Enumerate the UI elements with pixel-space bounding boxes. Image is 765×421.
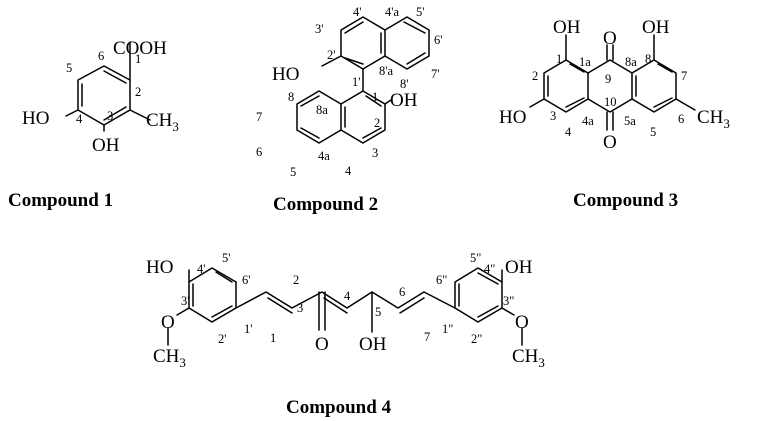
c4-o-left-label: O	[161, 312, 175, 333]
c4-num-3p: 3'	[181, 294, 190, 308]
c2-num-8p: 8'	[400, 77, 409, 91]
c2-num-1p: 1'	[352, 75, 361, 89]
compound-4: HO OH O O CH3 CH3 O OH 4' 5' 6' 3' 2' 1'…	[146, 251, 545, 418]
c3-o10-label: O	[603, 132, 617, 153]
compound-1: COOH CH3 HO OH 1 2 3 4 5 6 Compound 1	[8, 38, 179, 211]
c3-num-3: 3	[550, 109, 556, 123]
c4-num-2pp: 2"	[471, 332, 482, 346]
c4-num-1p: 1'	[244, 322, 253, 336]
c2-num-1: 1	[372, 90, 378, 104]
c3-num-8a: 8a	[625, 55, 637, 69]
c4-num-3pp: 3"	[503, 294, 514, 308]
c4-ch3-right-label: CH3	[512, 346, 545, 370]
c3-num-8: 8	[645, 52, 651, 66]
c2-num-3p: 3'	[315, 22, 324, 36]
c3-num-4a: 4a	[582, 114, 594, 128]
c4-ch3-left-label: CH3	[153, 346, 186, 370]
c2-num-5p: 5'	[416, 5, 425, 19]
c4-num-6p: 6'	[242, 273, 251, 287]
c2-num-4a: 4a	[318, 149, 330, 163]
compound-2: HO OH 3' 2' 4' 4'a 5' 6' 7' 8' 8'a 1' 1 …	[256, 5, 443, 215]
c3-oh8-label: OH	[642, 17, 670, 38]
c4-caption: Compound 4	[286, 397, 392, 418]
c1-num-1: 1	[135, 52, 141, 66]
c3-num-2: 2	[532, 69, 538, 83]
c2-num-6: 6	[256, 145, 262, 159]
c4-num-6: 6	[399, 285, 405, 299]
c2-ho-label: HO	[272, 64, 299, 85]
c3-num-9: 9	[605, 72, 611, 86]
c2-caption: Compound 2	[273, 194, 378, 215]
c4-num-2p: 2'	[218, 332, 227, 346]
c2-num-7p: 7'	[431, 67, 440, 81]
c3-num-4: 4	[565, 125, 572, 139]
c2-num-8: 8	[288, 90, 294, 104]
c1-num-3: 3	[107, 109, 113, 123]
c2-num-8ap: 8'a	[379, 64, 394, 78]
c4-num-5p: 5'	[222, 251, 231, 265]
c4-num-4: 4	[344, 289, 351, 303]
c4-oh-right-label: OH	[505, 257, 533, 278]
c1-oh-label: OH	[92, 135, 120, 156]
c1-ho-label: HO	[22, 108, 49, 129]
c1-caption: Compound 1	[8, 190, 113, 211]
c3-oh1-label: OH	[553, 17, 581, 38]
c2-num-4p: 4'	[353, 5, 362, 19]
c4-o-right-label: O	[515, 312, 529, 333]
c1-num-2: 2	[135, 85, 141, 99]
c2-num-2p: 2'	[327, 48, 336, 62]
c4-num-6pp: 6"	[436, 273, 447, 287]
c2-num-4: 4	[345, 164, 352, 178]
c3-ho-label: HO	[499, 107, 526, 128]
c1-num-4: 4	[76, 112, 83, 126]
c4-num-1pp: 1"	[442, 322, 453, 336]
c2-num-8a: 8a	[316, 103, 328, 117]
c4-num-4pp: 4"	[484, 262, 495, 276]
c2-num-5: 5	[290, 165, 296, 179]
c2-num-4ap: 4'a	[385, 5, 400, 19]
c2-num-7: 7	[256, 110, 262, 124]
c1-ch3-label: CH3	[146, 110, 179, 134]
c3-num-5: 5	[650, 125, 656, 139]
c4-num-1: 1	[270, 331, 276, 345]
c3-num-7: 7	[681, 69, 687, 83]
c4-num-3: 3	[297, 301, 303, 315]
c3-num-1a: 1a	[579, 55, 591, 69]
c1-num-5: 5	[66, 61, 72, 75]
c4-num-7: 7	[424, 330, 430, 344]
c3-num-5a: 5a	[624, 114, 636, 128]
c3-ch3-label: CH3	[697, 107, 730, 131]
c3-num-6: 6	[678, 112, 684, 126]
c4-num-5pp: 5"	[470, 251, 481, 265]
c3-num-10: 10	[604, 95, 617, 109]
c4-num-5: 5	[375, 305, 381, 319]
c4-oh-enol-label: OH	[359, 334, 387, 355]
c3-caption: Compound 3	[573, 190, 678, 211]
c4-num-4p: 4'	[197, 262, 206, 276]
c1-num-6: 6	[98, 49, 104, 63]
c3-num-1: 1	[556, 52, 562, 66]
c4-num-2: 2	[293, 273, 299, 287]
c1-cooh-label: COOH	[113, 38, 167, 59]
compound-3: OH OH HO O O CH3 1 1a 2 3 4 4a 9 10 8a 8…	[499, 17, 730, 211]
c2-oh-label: OH	[390, 90, 418, 111]
c3-o9-label: O	[603, 28, 617, 49]
c2-num-6p: 6'	[434, 33, 443, 47]
c4-o-keto-label: O	[315, 334, 329, 355]
c2-num-3: 3	[372, 146, 378, 160]
c4-ho-label: HO	[146, 257, 173, 278]
c2-num-2: 2	[374, 116, 380, 130]
